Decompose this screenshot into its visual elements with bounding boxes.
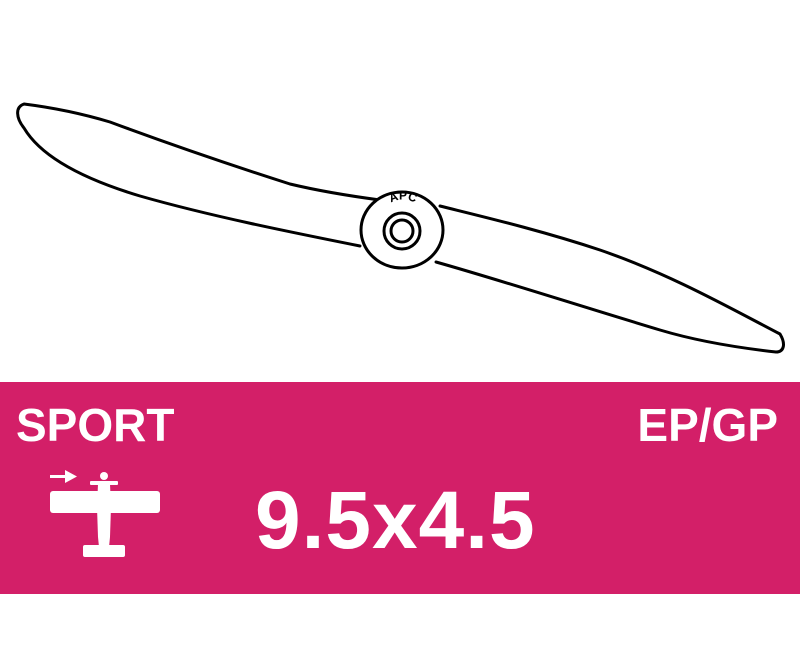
propeller-size-label: 9.5x4.5 <box>255 475 536 566</box>
propeller-shaft-outer <box>382 211 422 251</box>
propeller-illustration: APC <box>16 102 785 354</box>
propeller-hub <box>359 190 445 270</box>
plane-wing <box>50 491 160 513</box>
category-label: SPORT <box>16 399 175 451</box>
propeller-outline-icon <box>16 102 785 354</box>
brand-logo-textpath: APC <box>387 189 419 206</box>
brand-logo-text: APC <box>387 189 419 206</box>
type-label: EP/GP <box>637 399 778 451</box>
product-banner: SPORT EP/GP 9.5x4.5 <box>0 382 800 594</box>
plane-spinner <box>100 472 108 480</box>
direction-arrow-shaft <box>50 475 66 478</box>
plane-tail <box>83 545 125 557</box>
airplane-top-view-icon <box>50 470 160 557</box>
propeller-shaft-inner <box>389 218 415 244</box>
direction-arrow-head <box>65 470 77 483</box>
plane-prop <box>90 481 118 485</box>
